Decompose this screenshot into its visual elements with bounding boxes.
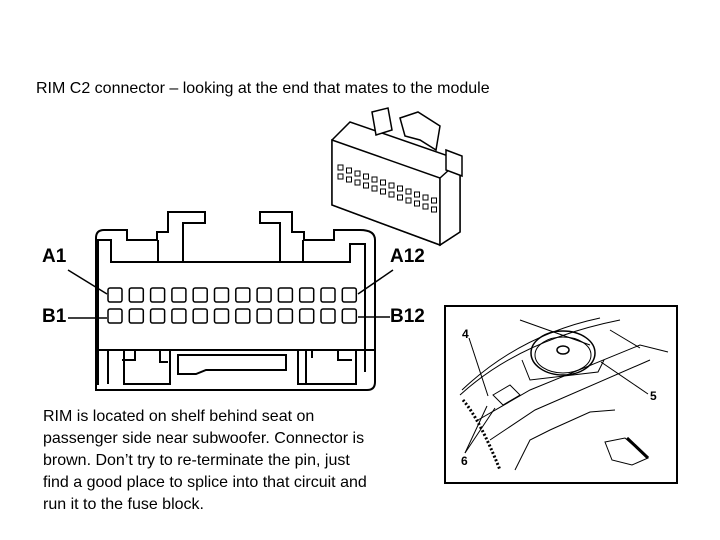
pin-cavity-A2 — [128, 287, 145, 303]
pin-cavity-A8 — [256, 287, 272, 303]
pin-cavity-B6 — [213, 308, 230, 324]
pin-cavity-A10 — [298, 287, 315, 303]
iso-pin-cavity — [363, 173, 369, 180]
iso-pin-cavity — [388, 182, 395, 189]
pin-cavity-A3 — [149, 287, 166, 303]
pin-cavity-B8 — [256, 308, 272, 324]
pin-label-a12: A12 — [390, 246, 425, 267]
note-line: run it to the fuse block. — [43, 496, 204, 513]
iso-pin-cavity — [414, 191, 420, 198]
iso-pin-cavity — [405, 188, 412, 195]
iso-pin-cavity — [422, 203, 429, 210]
pin-label-b1: B1 — [42, 306, 67, 327]
pin-cavity-A11 — [320, 287, 336, 303]
iso-pin-cavity — [354, 170, 361, 177]
callout-4: 4 — [462, 327, 469, 341]
iso-pin-cavity — [337, 173, 344, 180]
note-line: find a good place to splice into that ci… — [43, 474, 367, 491]
iso-pin-cavity — [371, 185, 378, 192]
rim-location-illustration: 4 5 6 — [444, 305, 678, 484]
iso-pin-cavity — [397, 185, 403, 192]
pin-cavity-B12 — [341, 308, 358, 324]
pin-label-b12: B12 — [390, 306, 425, 327]
iso-pin-cavity — [388, 191, 395, 198]
pin-cavity-A9 — [277, 287, 294, 303]
iso-pin-cavity — [380, 188, 386, 195]
iso-pin-cavity — [431, 197, 437, 204]
pin-cavity-B1 — [107, 308, 123, 324]
iso-pin-cavity — [380, 179, 386, 186]
pin-cavity-B10 — [298, 308, 315, 324]
iso-pin-cavity — [354, 179, 361, 186]
pin-cavity-A6 — [213, 287, 230, 303]
pin-label-a1: A1 — [42, 246, 67, 267]
pin-cavity-A4 — [171, 287, 187, 303]
connector-front-view — [67, 211, 394, 391]
pin-cavity-B5 — [192, 308, 208, 324]
iso-pin-cavity — [405, 197, 412, 204]
iso-pin-cavity — [363, 182, 369, 189]
connector-isometric-view — [331, 107, 463, 247]
iso-pin-cavity — [337, 164, 344, 171]
slide-title: RIM C2 connector – looking at the end th… — [36, 80, 490, 97]
pin-cavity-B7 — [235, 308, 251, 324]
callout-6: 6 — [461, 454, 468, 468]
iso-pin-cavity — [422, 194, 429, 201]
location-note: RIM is located on shelf behind seat on p… — [43, 406, 423, 516]
pin-cavity-B2 — [128, 308, 145, 324]
note-line: RIM is located on shelf behind seat on — [43, 408, 315, 425]
iso-pin-cavity — [414, 200, 420, 207]
pin-cavity-A7 — [235, 287, 251, 303]
pin-cavity-B11 — [320, 308, 336, 324]
note-line: passenger side near subwoofer. Connector… — [43, 430, 365, 447]
pin-cavity-B3 — [149, 308, 166, 324]
iso-pin-cavity — [346, 167, 352, 174]
pin-cavity-A5 — [192, 287, 208, 303]
note-line: brown. Don’t try to re-terminate the pin… — [43, 452, 350, 469]
pin-cavity-B9 — [277, 308, 294, 324]
iso-pin-cavity — [431, 206, 437, 213]
pin-cavity-A1 — [107, 287, 123, 303]
iso-pin-cavity — [346, 176, 352, 183]
pin-cavity-B4 — [171, 308, 187, 324]
iso-pin-cavity — [371, 176, 378, 183]
callout-5: 5 — [650, 389, 657, 403]
pin-cavity-A12 — [341, 287, 358, 303]
iso-pin-cavity — [397, 194, 403, 201]
